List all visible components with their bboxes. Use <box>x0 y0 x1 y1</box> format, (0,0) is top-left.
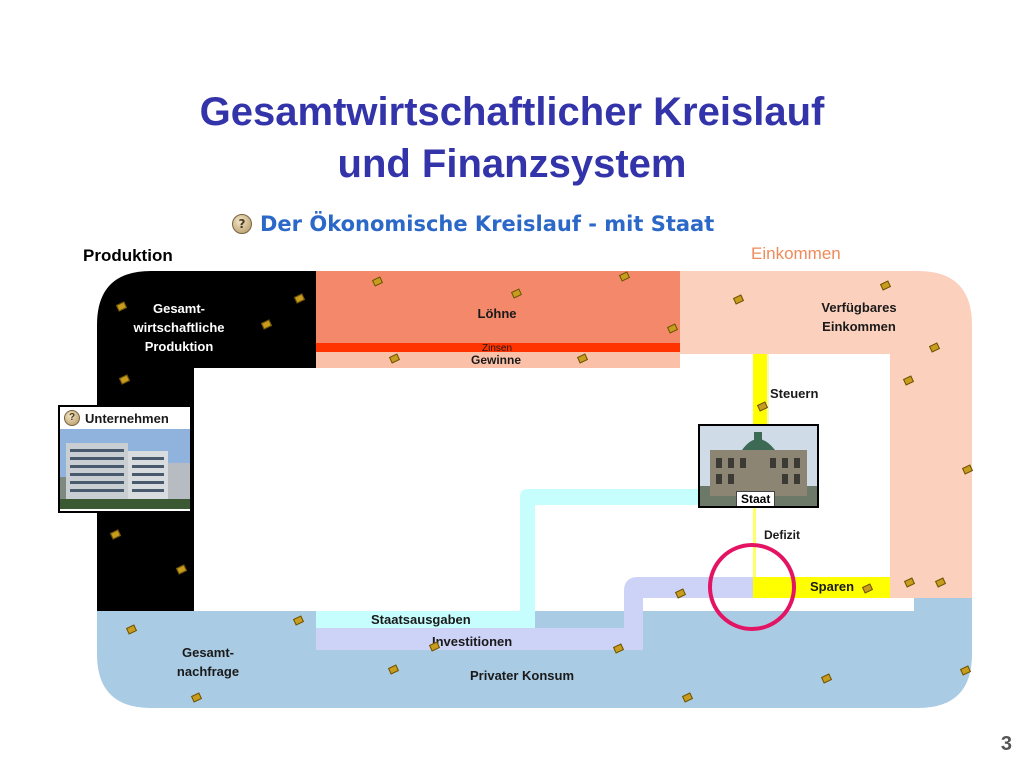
label-verfuegbares-einkommen: Verfügbares Einkommen <box>821 300 897 334</box>
steuern-divider <box>767 354 769 426</box>
page-title: Gesamtwirtschaftlicher Kreislauf und Fin… <box>0 86 1024 190</box>
label-sparen: Sparen <box>810 579 855 594</box>
produktion-heading: Produktion <box>83 246 173 265</box>
staat-picture[interactable]: Staat <box>698 424 819 508</box>
staatsausgaben-flow <box>316 489 698 628</box>
label-privater-konsum: Privater Konsum <box>470 668 575 683</box>
gesamtnachfrage-band <box>97 598 972 708</box>
page-number: 3 <box>1000 733 1012 755</box>
defizit-line <box>753 508 756 578</box>
label-gesamtnachfrage: Gesamt- nachfrage <box>176 645 240 679</box>
title-line-1: Gesamtwirtschaftlicher Kreislauf <box>199 90 825 134</box>
unternehmen-help-icon[interactable]: ? <box>64 410 80 426</box>
einkommen-heading: Einkommen <box>751 244 841 263</box>
unternehmen-label: Unternehmen <box>85 410 169 426</box>
steuern-flow <box>753 354 768 426</box>
title-line-2: und Finanzsystem <box>337 142 687 186</box>
label-steuern: Steuern <box>770 386 819 401</box>
zinsen-stripe <box>316 343 680 352</box>
label-zinsen: Zinsen <box>481 343 512 354</box>
label-gesamt-produktion: Gesamt- wirtschaftliche Produktion <box>133 301 225 354</box>
sparen-block <box>753 577 890 598</box>
label-loehne: Löhne <box>477 306 517 321</box>
office-building-image <box>60 429 190 509</box>
diagram-subtitle: ? Der Ökonomische Kreislauf - mit Staat <box>232 212 714 236</box>
label-staatsausgaben: Staatsausgaben <box>371 612 471 627</box>
highlight-circle <box>708 543 796 631</box>
label-defizit: Defizit <box>764 528 800 542</box>
gewinne-block <box>316 352 680 368</box>
label-investitionen: Investitionen <box>432 634 513 649</box>
investitionen-flow <box>316 577 753 650</box>
staat-label: Staat <box>736 491 776 506</box>
produktion-band <box>97 271 316 611</box>
help-icon[interactable]: ? <box>232 214 252 234</box>
label-gewinne: Gewinne <box>470 353 521 367</box>
subtitle-text: Der Ökonomische Kreislauf - mit Staat <box>260 212 715 236</box>
einkommen-band <box>680 271 972 598</box>
unternehmen-picture[interactable]: ? Unternehmen <box>58 405 192 513</box>
